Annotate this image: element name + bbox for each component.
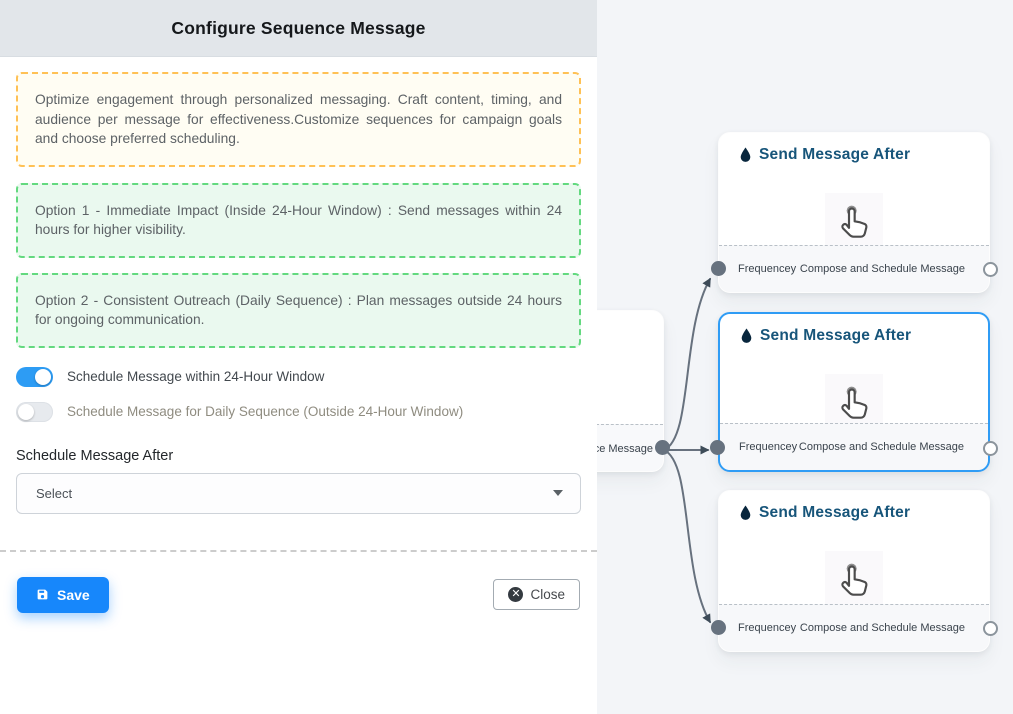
floppy-icon <box>37 589 48 600</box>
tap-icon[interactable] <box>825 374 883 432</box>
toggle-knob <box>18 403 34 420</box>
option-1-note: Option 1 - Immediate Impact (Inside 24-H… <box>16 182 581 258</box>
node-footer-compose[interactable]: Compose and Schedule Message <box>798 441 964 453</box>
chevron-down-icon <box>553 490 563 496</box>
toggle-row-daily-sequence: Schedule Message for Daily Sequence (Out… <box>16 400 581 424</box>
node-footer <box>597 424 663 471</box>
close-button[interactable]: ✕ Close <box>493 579 580 610</box>
panel-title: Configure Sequence Message <box>171 17 426 38</box>
droplet-icon <box>741 328 752 343</box>
node-title: Send Message After <box>739 146 910 164</box>
edge-to-node-1 <box>663 277 711 451</box>
action-buttons: Save ✕ Close <box>16 576 581 613</box>
node-footer-frequency[interactable]: Frequencey <box>738 622 797 634</box>
close-icon: ✕ <box>508 587 524 602</box>
node-footer: Frequencey Compose and Schedule Message <box>719 604 989 651</box>
node-footer-frequency[interactable]: Frequencey <box>738 263 797 275</box>
node-footer-compose[interactable]: Compose and Schedule Message <box>799 263 965 275</box>
flow-node-send-message-after-3[interactable]: Send Message After Frequencey Compose an… <box>711 490 998 652</box>
node-title: Send Message After <box>739 504 910 522</box>
flow-edges <box>663 277 711 624</box>
toggle-knob <box>35 368 51 385</box>
node-footer-compose[interactable]: Compose and Schedule Message <box>799 622 965 634</box>
flow-node-partial-upstream[interactable]: ce Message <box>597 310 670 472</box>
node-source-handle[interactable] <box>655 440 670 455</box>
node-source-handle[interactable] <box>983 621 998 636</box>
toggle-daily-sequence[interactable] <box>16 401 53 422</box>
intro-note: Optimize engagement through personalized… <box>16 72 581 167</box>
tap-icon[interactable] <box>825 551 883 609</box>
toggle-24h-window-label: Schedule Message within 24-Hour Window <box>67 369 325 384</box>
node-footer-label-cut[interactable]: ce Message <box>597 443 653 455</box>
schedule-after-select[interactable]: Select <box>16 472 581 514</box>
node-target-handle[interactable] <box>710 440 725 455</box>
config-panel: Configure Sequence Message Optimize enga… <box>0 0 597 613</box>
node-footer-frequency[interactable]: Frequencey <box>739 441 798 453</box>
node-footer: Frequencey Compose and Schedule Message <box>719 245 989 292</box>
toggle-row-24h-window: Schedule Message within 24-Hour Window <box>16 365 581 389</box>
select-value: Select <box>36 485 73 501</box>
save-button[interactable]: Save <box>17 576 109 613</box>
droplet-icon <box>740 505 751 520</box>
node-footer: Frequencey Compose and Schedule Message <box>720 423 988 470</box>
option-2-note: Option 2 - Consistent Outreach (Daily Se… <box>16 272 581 348</box>
toggle-daily-sequence-label: Schedule Message for Daily Sequence (Out… <box>67 404 464 419</box>
node-target-handle[interactable] <box>711 620 726 635</box>
node-target-handle[interactable] <box>711 261 726 276</box>
edge-to-node-3 <box>663 449 711 624</box>
node-title: Send Message After <box>740 327 911 345</box>
flow-node-send-message-after-1[interactable]: Send Message After Frequencey Compose an… <box>711 132 998 293</box>
node-source-handle[interactable] <box>983 441 998 456</box>
droplet-icon <box>740 147 751 162</box>
flow-canvas[interactable]: ce Message Send Message After <box>597 0 1013 714</box>
toggle-24h-window[interactable] <box>16 366 53 387</box>
schedule-after-label: Schedule Message After <box>16 447 174 464</box>
section-divider <box>0 549 597 552</box>
flow-node-send-message-after-2-selected[interactable]: Send Message After Frequencey Compose an… <box>710 312 998 472</box>
panel-header: Configure Sequence Message <box>0 0 597 57</box>
node-source-handle[interactable] <box>983 262 998 277</box>
tap-icon[interactable] <box>825 193 883 251</box>
